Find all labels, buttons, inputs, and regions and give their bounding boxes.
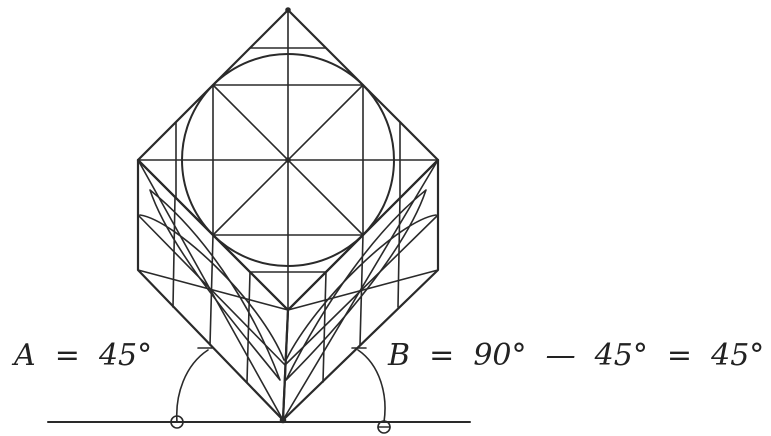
left-face-line-1	[172, 196, 176, 308]
left-face-diagonal-2	[137, 269, 289, 311]
right-face-ellipse	[285, 189, 427, 381]
left-face-arc	[139, 214, 285, 361]
vertex-bottom	[279, 416, 287, 424]
vertex-top	[285, 7, 291, 13]
left-face-mid-slant	[137, 214, 286, 366]
left-face-ellipse	[149, 189, 281, 381]
angle-b-arc	[357, 349, 386, 423]
left-face-line-2	[246, 271, 251, 383]
right-face-arc	[285, 214, 437, 361]
angle-a-arc	[175, 349, 209, 423]
vertex-center	[285, 157, 291, 163]
right-face-diagonal-2	[287, 269, 439, 311]
right-face-mid-slant	[284, 214, 439, 366]
right-face-line-1	[397, 196, 401, 308]
angle-b-label: B = 90° — 45° = 45°	[388, 338, 765, 373]
right-face-line-2	[322, 271, 327, 383]
angle-a-label: A = 45°	[14, 338, 153, 373]
